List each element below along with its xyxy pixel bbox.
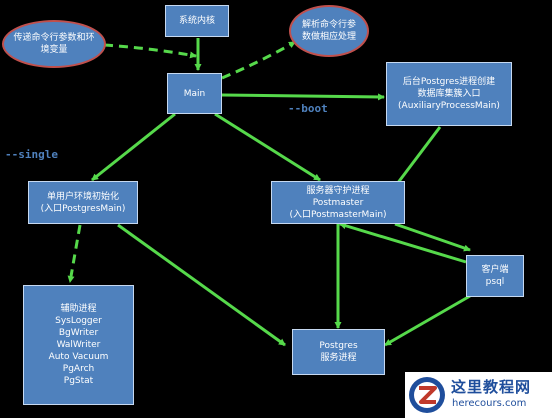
watermark-url: herecours.com [452, 398, 527, 409]
edge-pass-args-to-main [103, 43, 197, 59]
node-client: 客户端 psql [466, 255, 524, 297]
edge-main-to-postmaster [214, 112, 321, 182]
edge-postmaster-to-client [394, 222, 471, 252]
edge-main-to-single-user [91, 112, 176, 182]
edge-single-user-to-postgres [117, 223, 286, 347]
node-aux-list: 辅助进程 SysLogger BgWriter WalWriter Auto V… [23, 285, 134, 405]
watermark: 这里教程网 herecours.com [405, 372, 552, 418]
edge-label-single: --single [5, 148, 58, 161]
watermark-logo-icon [409, 377, 445, 413]
node-aux-process: 后台Postgres进程创建 数据库集簇入口 (AuxiliaryProcess… [386, 62, 512, 126]
node-pass-args: 传递命令行参数和环 境变量 [2, 20, 106, 68]
edge-main-to-aux-process [221, 93, 385, 101]
edge-aux-process-to-postmaster [395, 126, 442, 185]
edge-client-to-postgres [384, 294, 471, 347]
node-parse-args: 解析命令行参 数做相应处理 [289, 5, 369, 57]
edge-client-to-postmaster [339, 222, 467, 264]
edge-single-user-to-aux-list [67, 224, 82, 283]
watermark-title: 这里教程网 [451, 378, 532, 396]
node-kernel: 系统内核 [165, 5, 229, 37]
node-postgres: Postgres 服务进程 [292, 329, 385, 375]
edge-main-to-parse-args [221, 40, 296, 80]
node-main: Main [167, 73, 222, 114]
edge-label-boot: --boot [288, 102, 328, 115]
node-single-user: 单用户环境初始化 (入口PostgresMain) [28, 181, 138, 224]
node-postmaster: 服务器守护进程 Postmaster (入口PostmasterMain) [271, 181, 405, 224]
